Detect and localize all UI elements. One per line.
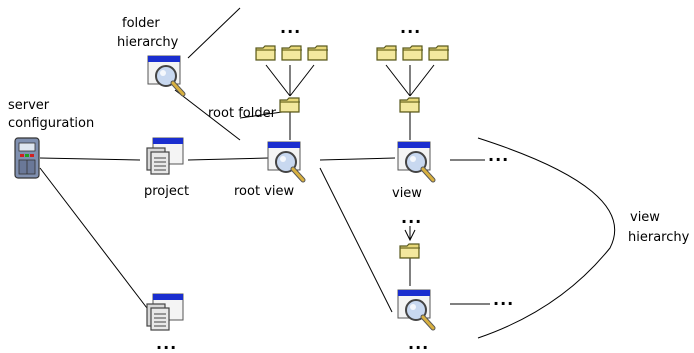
- folder-icon: [255, 45, 277, 61]
- label-project: project: [144, 184, 190, 199]
- ellipsis-lower-folders: ...: [401, 208, 423, 227]
- ellipsis-lower-view-children: ...: [493, 290, 515, 309]
- label-root-folder: root folder: [208, 106, 276, 121]
- view-icon-view: [398, 142, 433, 180]
- ellipsis-projects: ...: [156, 334, 178, 353]
- folder-icon: [281, 45, 303, 61]
- label-folder-hierarchy-1: folder: [122, 16, 160, 31]
- ellipsis-view-children: ...: [488, 146, 510, 165]
- view-icon-lower-view: [398, 290, 433, 328]
- server-icon: [14, 137, 40, 179]
- folder-icon-root-folder: [279, 97, 301, 113]
- folder-icon: [307, 45, 329, 61]
- label-view-hierarchy-2: hierarchy: [628, 230, 690, 245]
- ellipsis-view-folders: ...: [400, 18, 422, 37]
- project-icon-secondary: [146, 293, 184, 331]
- label-view: view: [392, 186, 422, 201]
- label-view-hierarchy-1: view: [630, 210, 660, 225]
- label-server-1: server: [8, 98, 50, 113]
- folder-icon: [402, 45, 424, 61]
- label-root-view: root view: [234, 184, 295, 199]
- project-icon: [146, 137, 184, 175]
- connector-lines: [39, 7, 616, 339]
- label-server-2: configuration: [8, 116, 95, 131]
- folder-icon: [376, 45, 398, 61]
- ellipsis-views: ...: [408, 334, 430, 353]
- label-folder-hierarchy-2: hierarchy: [117, 35, 179, 50]
- view-icon-root-view: [268, 142, 303, 180]
- folder-icon: [399, 97, 421, 113]
- folder-icon: [399, 243, 421, 259]
- view-icon-folder-hierarchy: [148, 56, 183, 94]
- folder-icon: [428, 45, 450, 61]
- ellipsis-root-folders: ...: [280, 18, 302, 37]
